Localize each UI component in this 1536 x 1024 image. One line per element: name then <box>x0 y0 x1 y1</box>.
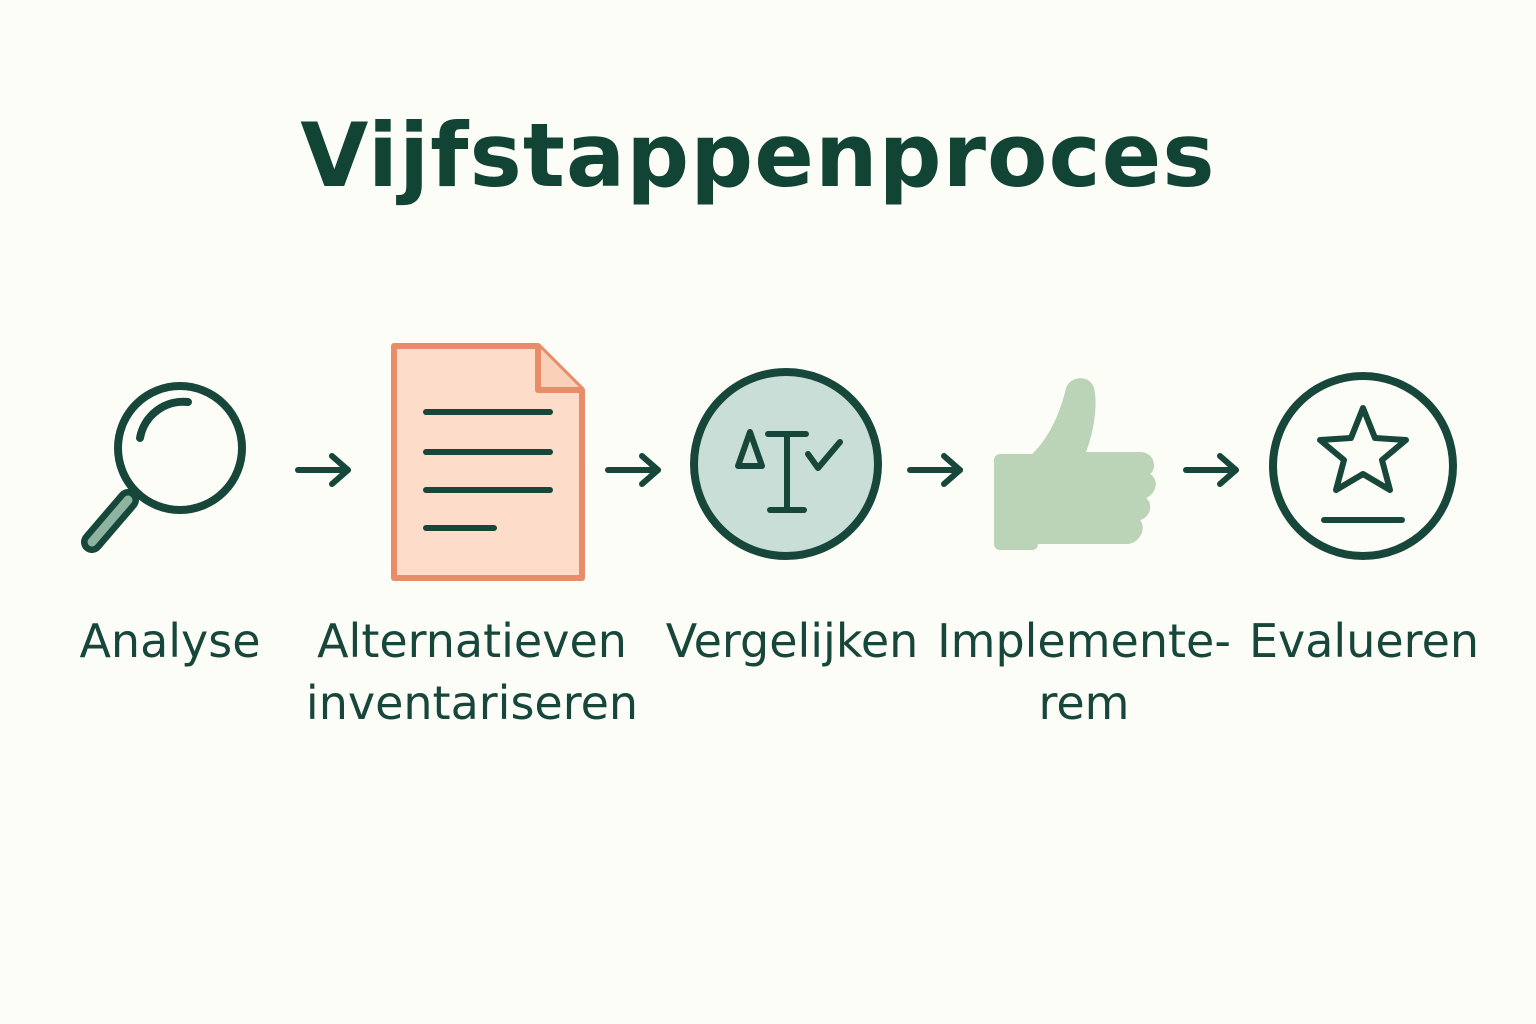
step-label-evalueren: Evalueren <box>1248 614 1480 668</box>
magnifying-glass-icon <box>72 372 262 568</box>
step-label-vergelijken: Vergelijken <box>665 614 919 668</box>
step-label-analyse: Analyse <box>79 614 261 668</box>
thumbs-up-icon <box>990 374 1162 562</box>
arrow-right-icon <box>906 450 968 494</box>
scale-compare-icon <box>688 366 884 562</box>
arrow-right-icon <box>604 450 666 494</box>
star-badge-icon <box>1266 368 1460 564</box>
step-label-alternatieven: Alternatieven inventariseren <box>305 614 639 730</box>
diagram-title: Vijfstappenproces <box>300 104 1216 207</box>
arrow-right-icon <box>1182 450 1244 494</box>
document-icon <box>388 340 588 584</box>
arrow-right-icon <box>294 450 356 494</box>
step-label-implementeren: Implemente- rem <box>937 614 1231 730</box>
